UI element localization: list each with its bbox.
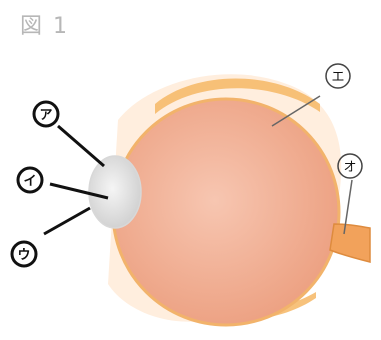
label-e: エ — [326, 64, 350, 88]
label-i: イ — [18, 168, 42, 192]
label-o-text: オ — [343, 160, 356, 175]
label-line-u — [44, 208, 90, 234]
label-u: ウ — [12, 242, 36, 266]
label-o: オ — [338, 154, 362, 178]
label-a-text: ア — [39, 108, 52, 123]
lens — [89, 156, 141, 228]
label-i-text: イ — [23, 174, 36, 189]
label-line-a — [58, 126, 104, 166]
label-a: ア — [34, 102, 58, 126]
label-e-text: エ — [331, 70, 344, 85]
vitreous-body — [113, 99, 339, 325]
optic-nerve — [330, 224, 370, 262]
label-u-text: ウ — [17, 248, 30, 263]
